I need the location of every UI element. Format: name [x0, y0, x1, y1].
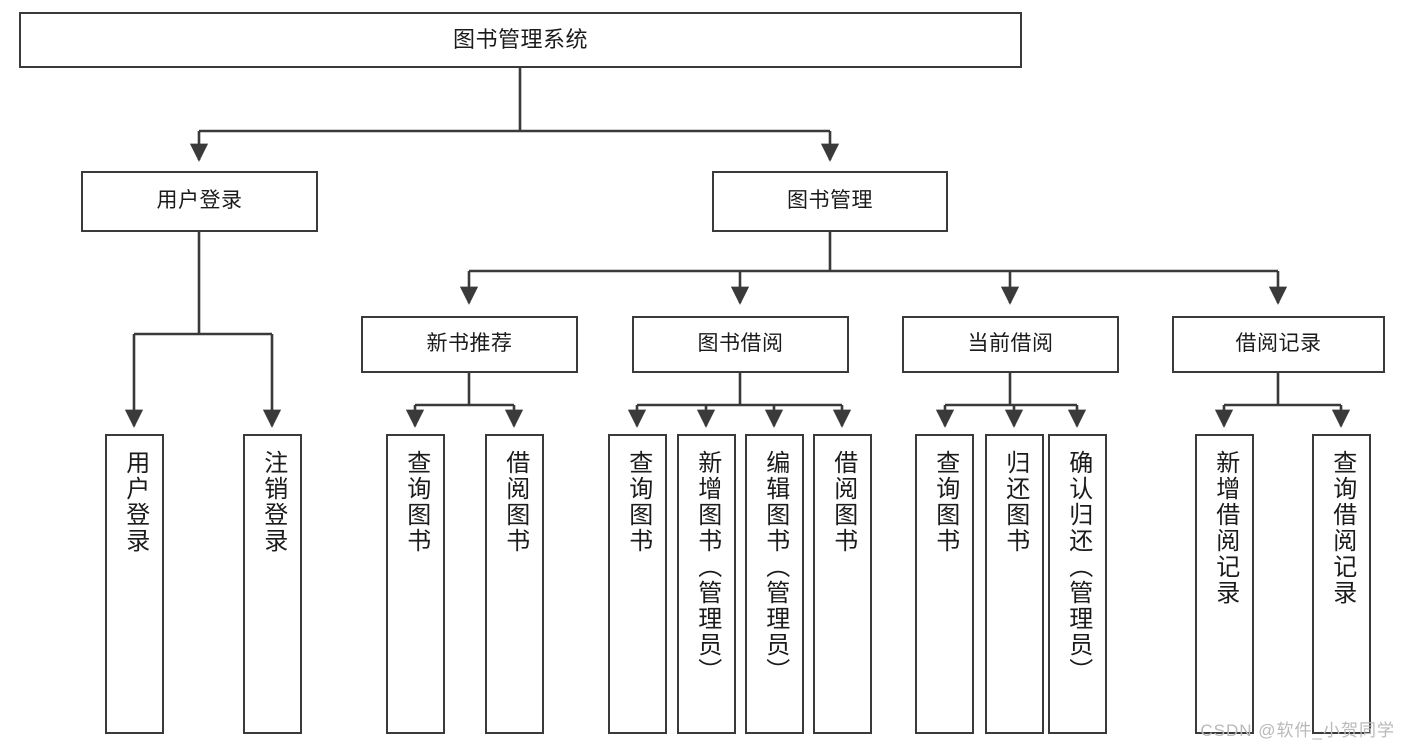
node-label: 查询借阅记录: [1328, 450, 1356, 606]
node-label: 查询图书: [624, 450, 652, 554]
node-label: 新增图书（管理员）: [693, 450, 721, 684]
node-label: 图书借阅: [697, 332, 784, 356]
node-leaf-query-book-recommend[interactable]: 查询图书: [386, 434, 445, 734]
node-book-borrow[interactable]: 图书借阅: [632, 316, 849, 373]
node-leaf-query-book-borrow[interactable]: 查询图书: [608, 434, 667, 734]
node-leaf-return-book[interactable]: 归还图书: [985, 434, 1044, 734]
node-leaf-user-login[interactable]: 用户登录: [105, 434, 164, 734]
node-label: 图书管理系统: [452, 27, 588, 53]
node-leaf-edit-book[interactable]: 编辑图书（管理员）: [745, 434, 804, 734]
node-current-borrow[interactable]: 当前借阅: [902, 316, 1119, 373]
node-leaf-query-borrow-record[interactable]: 查询借阅记录: [1312, 434, 1371, 734]
node-label: 当前借阅: [967, 332, 1054, 356]
node-label: 查询图书: [402, 450, 430, 554]
node-label: 用户登录: [121, 450, 149, 554]
node-label: 确认归还（管理员）: [1064, 450, 1092, 684]
node-label: 用户登录: [156, 189, 243, 213]
node-label: 查询图书: [931, 450, 959, 554]
node-label: 新增借阅记录: [1211, 450, 1239, 606]
node-borrow-record[interactable]: 借阅记录: [1172, 316, 1385, 373]
node-label: 借阅记录: [1235, 332, 1322, 356]
node-leaf-add-book[interactable]: 新增图书（管理员）: [677, 434, 736, 734]
node-new-book-recommend[interactable]: 新书推荐: [361, 316, 578, 373]
node-leaf-borrow-book[interactable]: 借阅图书: [813, 434, 872, 734]
node-book-management-system[interactable]: 图书管理系统: [19, 12, 1022, 68]
node-label: 借阅图书: [501, 450, 529, 554]
node-label: 图书管理: [787, 189, 873, 213]
node-label: 借阅图书: [829, 450, 857, 554]
node-leaf-confirm-return[interactable]: 确认归还（管理员）: [1048, 434, 1107, 734]
node-label: 注销登录: [259, 450, 287, 554]
node-user-login[interactable]: 用户登录: [81, 171, 318, 232]
watermark-text: CSDN @软件_小贺同学: [1200, 721, 1395, 740]
node-leaf-add-borrow-record[interactable]: 新增借阅记录: [1195, 434, 1254, 734]
node-leaf-query-book-current[interactable]: 查询图书: [915, 434, 974, 734]
node-label: 归还图书: [1001, 450, 1029, 554]
node-label: 新书推荐: [426, 332, 513, 356]
node-book-management[interactable]: 图书管理: [712, 171, 948, 232]
node-leaf-logout[interactable]: 注销登录: [243, 434, 302, 734]
node-leaf-borrow-book-recommend[interactable]: 借阅图书: [485, 434, 544, 734]
node-label: 编辑图书（管理员）: [761, 450, 789, 684]
